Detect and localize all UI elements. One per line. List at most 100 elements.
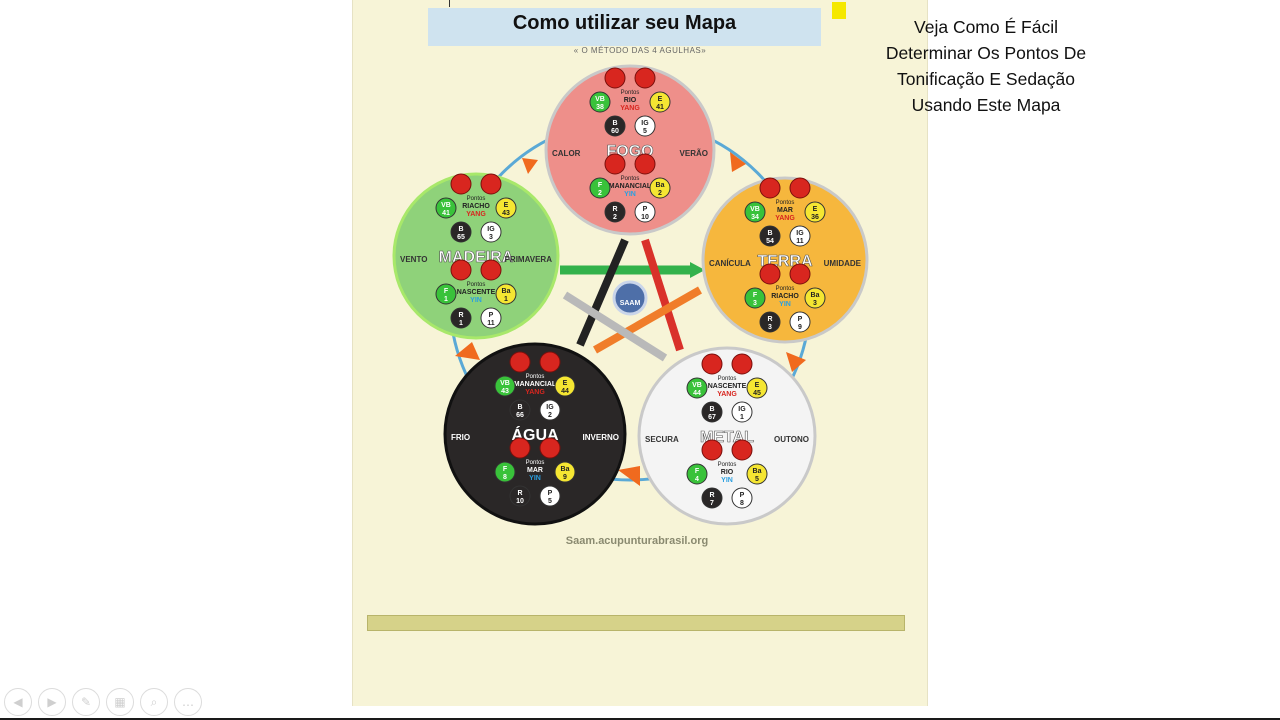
fogo-upper-black-point-label: B [612,120,617,127]
madeira-name: MADEIRA [439,249,514,266]
previous-icon[interactable]: ◀ [4,688,32,716]
terra-upper-white-point-number: 11 [796,238,804,245]
terra-left-label: CANÍCULA [709,259,751,268]
madeira-upper-yellow-point [495,197,517,219]
terra-upper-black-point [759,225,781,247]
agua-lower-pontos-label: Pontos [526,460,545,466]
madeira-upper-point-label: RIACHO [462,203,490,210]
cycle-arrow-3 [786,352,806,372]
more-icon[interactable]: … [174,688,202,716]
fogo-upper-white-point [634,115,656,137]
fogo-upper-white-point-label: IG [641,120,649,127]
fogo-left-label: CALOR [552,149,581,158]
fogo-upper-green-point [589,91,611,113]
madeira-upper-green-point [435,197,457,219]
madeira-lower-black-point [450,307,472,329]
caption-line-4: Usando Este Mapa [911,95,1061,115]
metal-lower-red-dot-2 [731,439,753,461]
fogo-lower-white-point [634,201,656,223]
fogo-circle [544,64,716,236]
cycle-arrow-2 [730,152,746,172]
cycle-arrow-4 [618,466,640,486]
agua-upper-yellow-point-label: E [563,380,568,387]
terra-lower-green-point-label: F [753,292,758,299]
metal-left-label: SECURA [645,435,679,444]
madeira-upper-black-point-number: 65 [457,234,465,241]
metal-upper-white-point-number: 1 [740,414,744,421]
agua-lower-type-label: YIN [529,475,541,482]
madeira-upper-black-point-label: B [458,226,463,233]
metal-upper-yellow-point-number: 45 [753,390,761,397]
agua-upper-white-point [539,399,561,421]
metal-upper-pontos-label: Pontos [718,376,737,382]
terra-lower-red-dot-2 [789,263,811,285]
control-arrow-red [641,238,684,352]
metal-upper-black-point-number: 67 [708,414,716,421]
pen-icon[interactable]: ✎ [72,688,100,716]
text-cursor [449,0,450,7]
metal-lower-white-point [731,487,753,509]
fogo-upper-black-point-number: 60 [611,128,619,135]
title-banner [428,8,821,46]
metal-lower-red-dot-1 [701,439,723,461]
fogo-lower-pontos-label: Pontos [621,176,640,182]
fogo-upper-green-point-label: VB [595,96,605,103]
agua-lower-red-dot-1 [509,437,531,459]
fogo-lower-green-point [589,177,611,199]
terra-lower-red-dot-1 [759,263,781,285]
terra-lower-green-point [744,287,766,309]
fogo-upper-white-point-number: 5 [643,128,647,135]
agua-lower-white-point-number: 5 [548,498,552,505]
metal-lower-yellow-point-number: 5 [755,476,759,483]
madeira-upper-pontos-label: Pontos [467,196,486,202]
terra-upper-white-point-label: IG [796,230,804,237]
agua-lower-yellow-point-number: 9 [563,474,567,481]
madeira-upper-type-label: YANG [466,211,486,218]
fogo-lower-black-point-number: 2 [613,214,617,221]
madeira-upper-white-point-label: IG [487,226,495,233]
metal-upper-point-label: NASCENTE [708,383,747,390]
metal-upper-red-dot-1 [701,353,723,375]
madeira-upper-yellow-point-label: E [504,202,509,209]
saam-badge [612,280,648,316]
slides-icon[interactable]: ▦ [106,688,134,716]
terra-lower-white-point-label: P [798,316,803,323]
agua-lower-point-label: MAR [527,467,543,474]
control-arrow-grey [562,291,668,362]
fogo-lower-yellow-point-label: Ba [656,182,665,189]
control-arrow-black [576,238,629,347]
terra-lower-yellow-point [804,287,826,309]
madeira-lower-red-dot-1 [450,259,472,281]
agua-upper-point-label: MANANCIAL [514,381,557,388]
terra-lower-white-point-number: 9 [798,324,802,331]
zoom-icon[interactable]: ⌕ [140,688,168,716]
terra-lower-green-point-number: 3 [753,300,757,307]
fogo-upper-red-dot-2 [634,67,656,89]
fogo-lower-point-label: MANANCIAL [609,183,652,190]
agua-upper-red-dot-1 [509,351,531,373]
metal-upper-red-dot-2 [731,353,753,375]
agua-upper-red-dot-2 [539,351,561,373]
cycle-arrow-1 [522,158,538,174]
caption-line-3: Tonificação E Sedação [896,69,1076,89]
caption-line-1: Veja Como É Fácil [914,17,1058,37]
madeira-lower-point-label: NASCENTE [457,289,496,296]
metal-lower-green-point [686,463,708,485]
agua-upper-white-point-number: 2 [548,412,552,419]
madeira-lower-green-point-number: 1 [444,296,448,303]
terra-lower-black-point [759,311,781,333]
terra-upper-green-point [744,201,766,223]
agua-lower-green-point [494,461,516,483]
fogo-lower-yellow-point [649,177,671,199]
metal-lower-yellow-point [746,463,768,485]
metal-upper-green-point [686,377,708,399]
metal-upper-black-point-label: B [709,406,714,413]
agua-lower-white-point-label: P [548,490,553,497]
next-icon[interactable]: ▶ [38,688,66,716]
website-label: Saam.acupunturabrasil.org [566,535,708,547]
fogo-upper-black-point [604,115,626,137]
agua-upper-black-point-label: B [517,404,522,411]
madeira-lower-pontos-label: Pontos [467,282,486,288]
